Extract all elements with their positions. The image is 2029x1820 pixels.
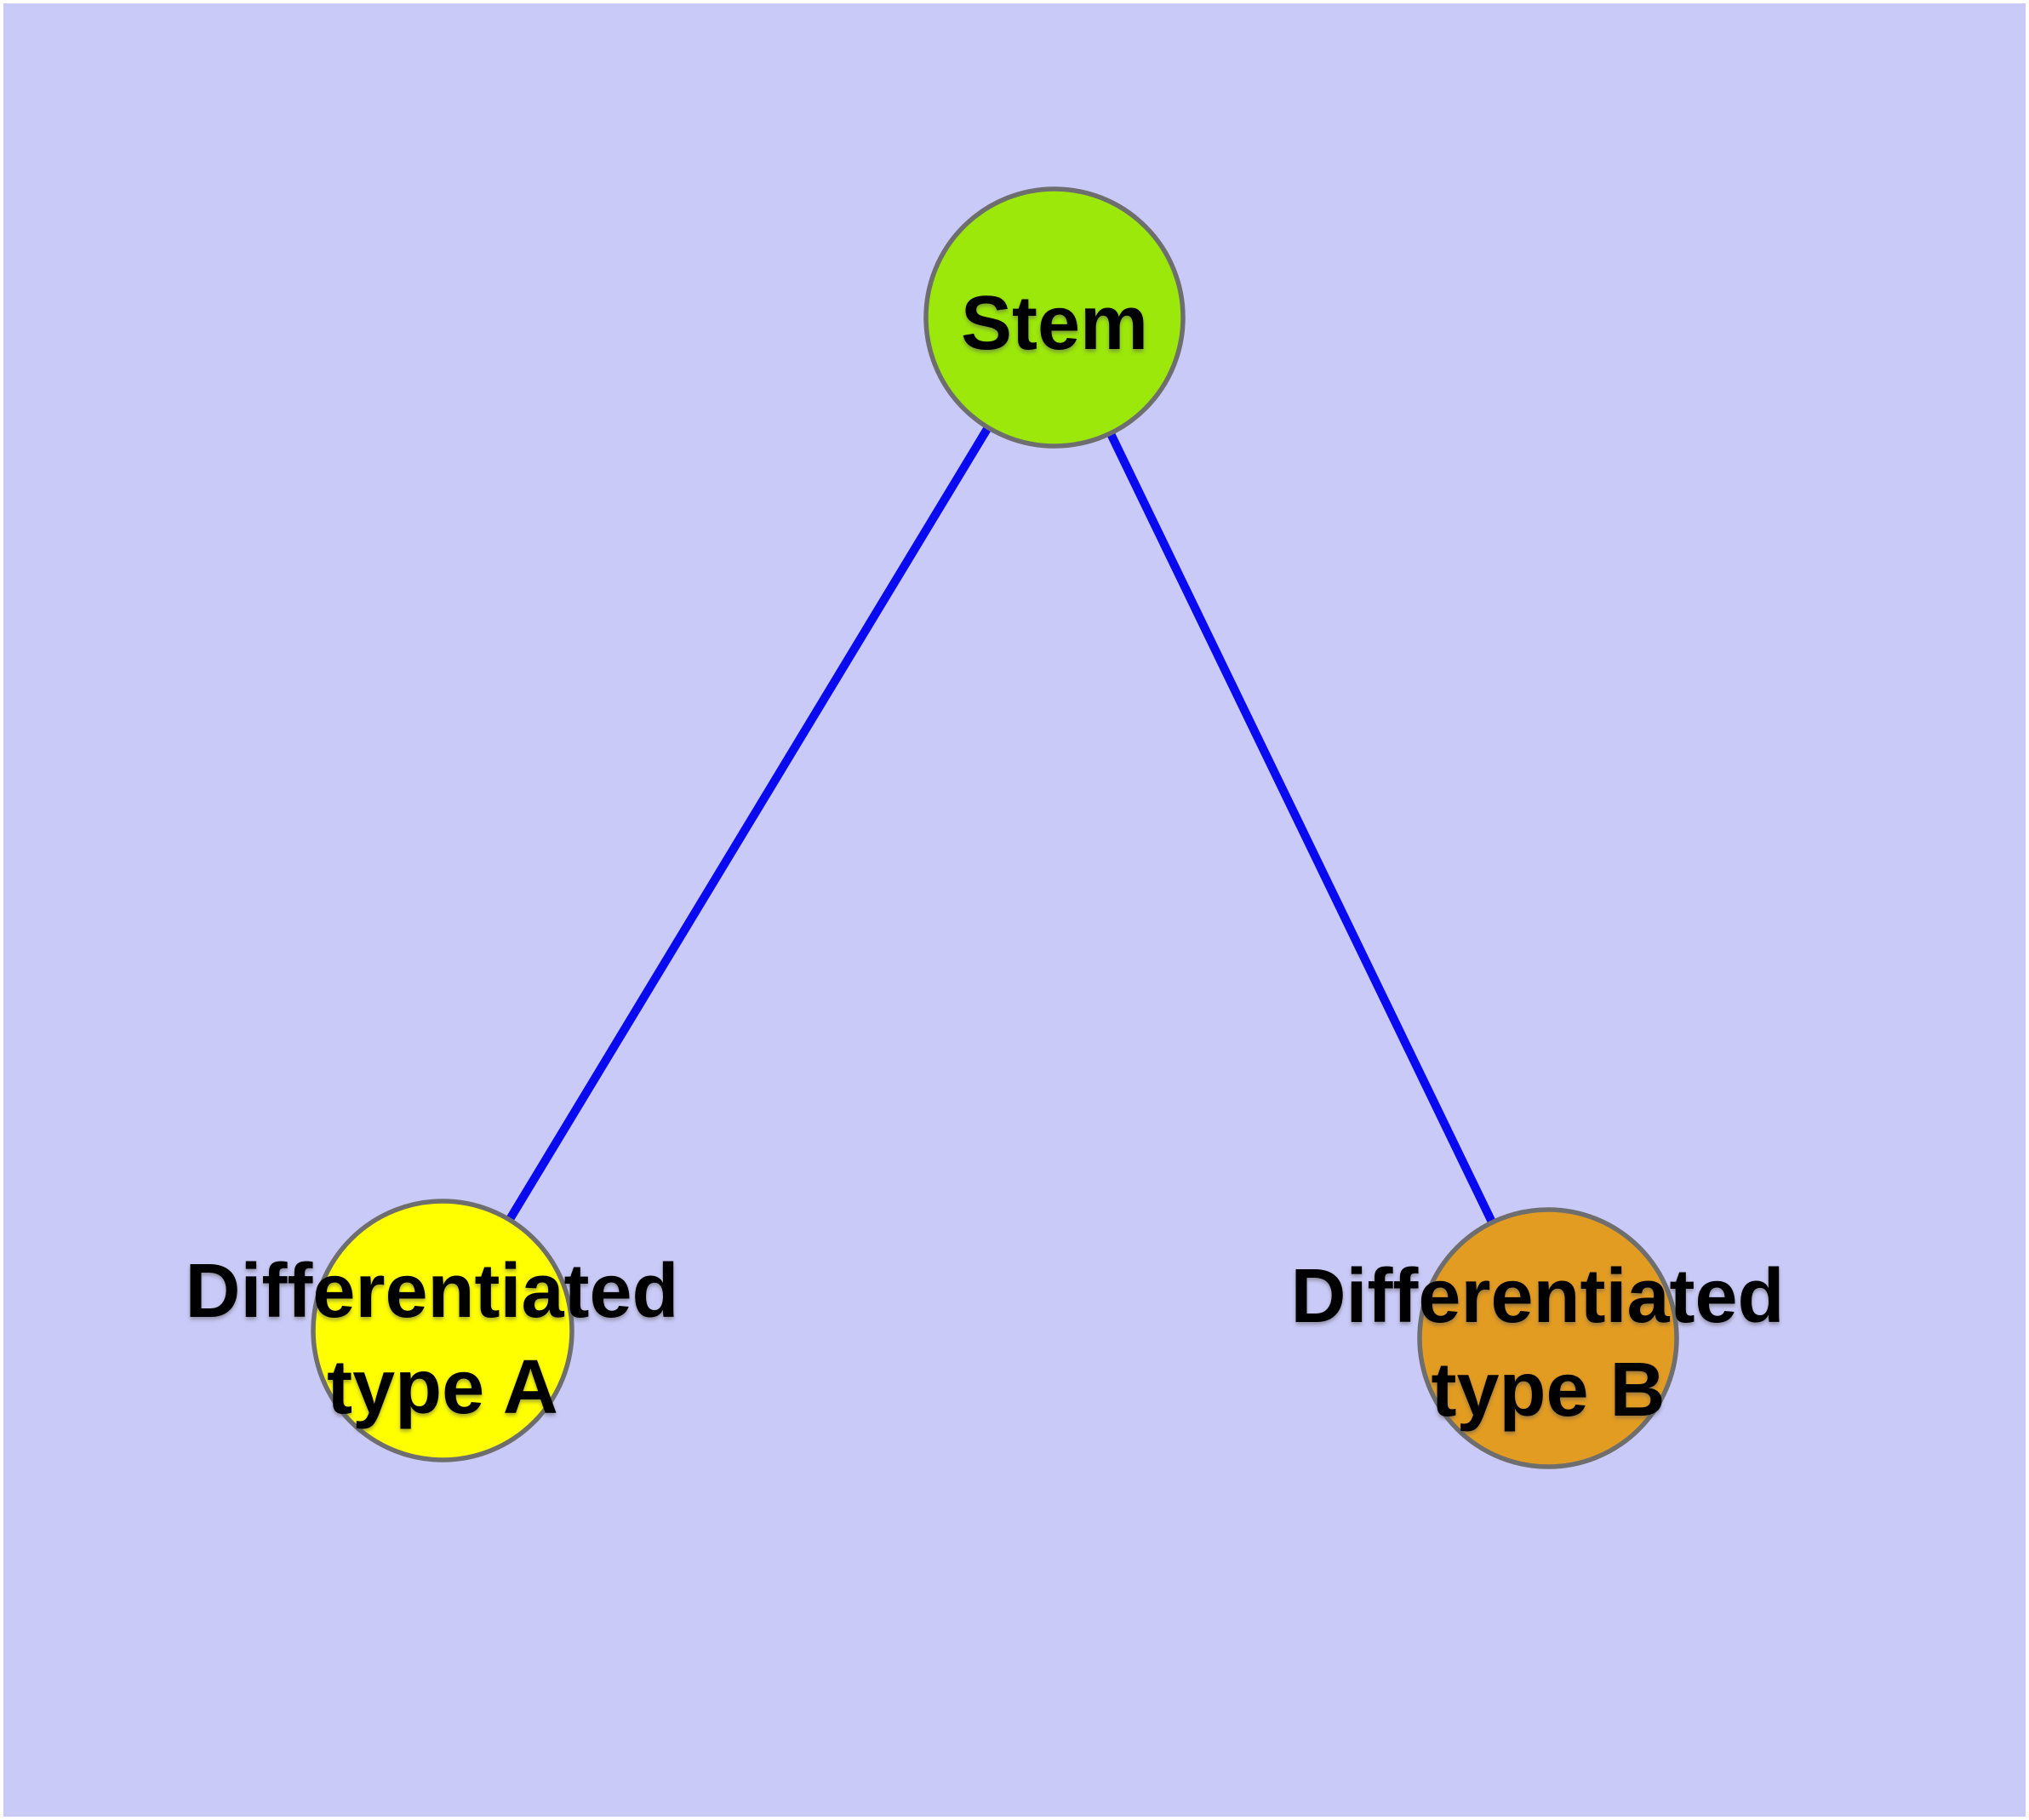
label-layer: Stem Differentiated type A Differentiate… — [185, 281, 1805, 1433]
node-stem-label-line-1: Stem — [961, 281, 1148, 366]
node-type-b-label-line-2: type B — [1431, 1348, 1665, 1433]
edge-layer — [438, 315, 1552, 1341]
node-differentiated-type-a — [311, 1199, 574, 1462]
edge-stem-to-type-b — [1050, 315, 1552, 1341]
node-type-a-label-line-1: Differentiated — [185, 1249, 678, 1334]
edge-stem-to-type-a — [438, 315, 1059, 1333]
node-type-a-label: Differentiated type A — [185, 1249, 700, 1430]
node-type-b-label: Differentiated type B — [1290, 1254, 1805, 1433]
node-differentiated-type-b — [1417, 1207, 1679, 1469]
node-type-a-label-line-2: type A — [327, 1345, 558, 1430]
node-layer — [311, 186, 1679, 1469]
node-type-b-label-line-1: Differentiated — [1290, 1254, 1784, 1339]
node-stem-label: Stem — [961, 281, 1148, 366]
node-stem — [923, 186, 1186, 449]
